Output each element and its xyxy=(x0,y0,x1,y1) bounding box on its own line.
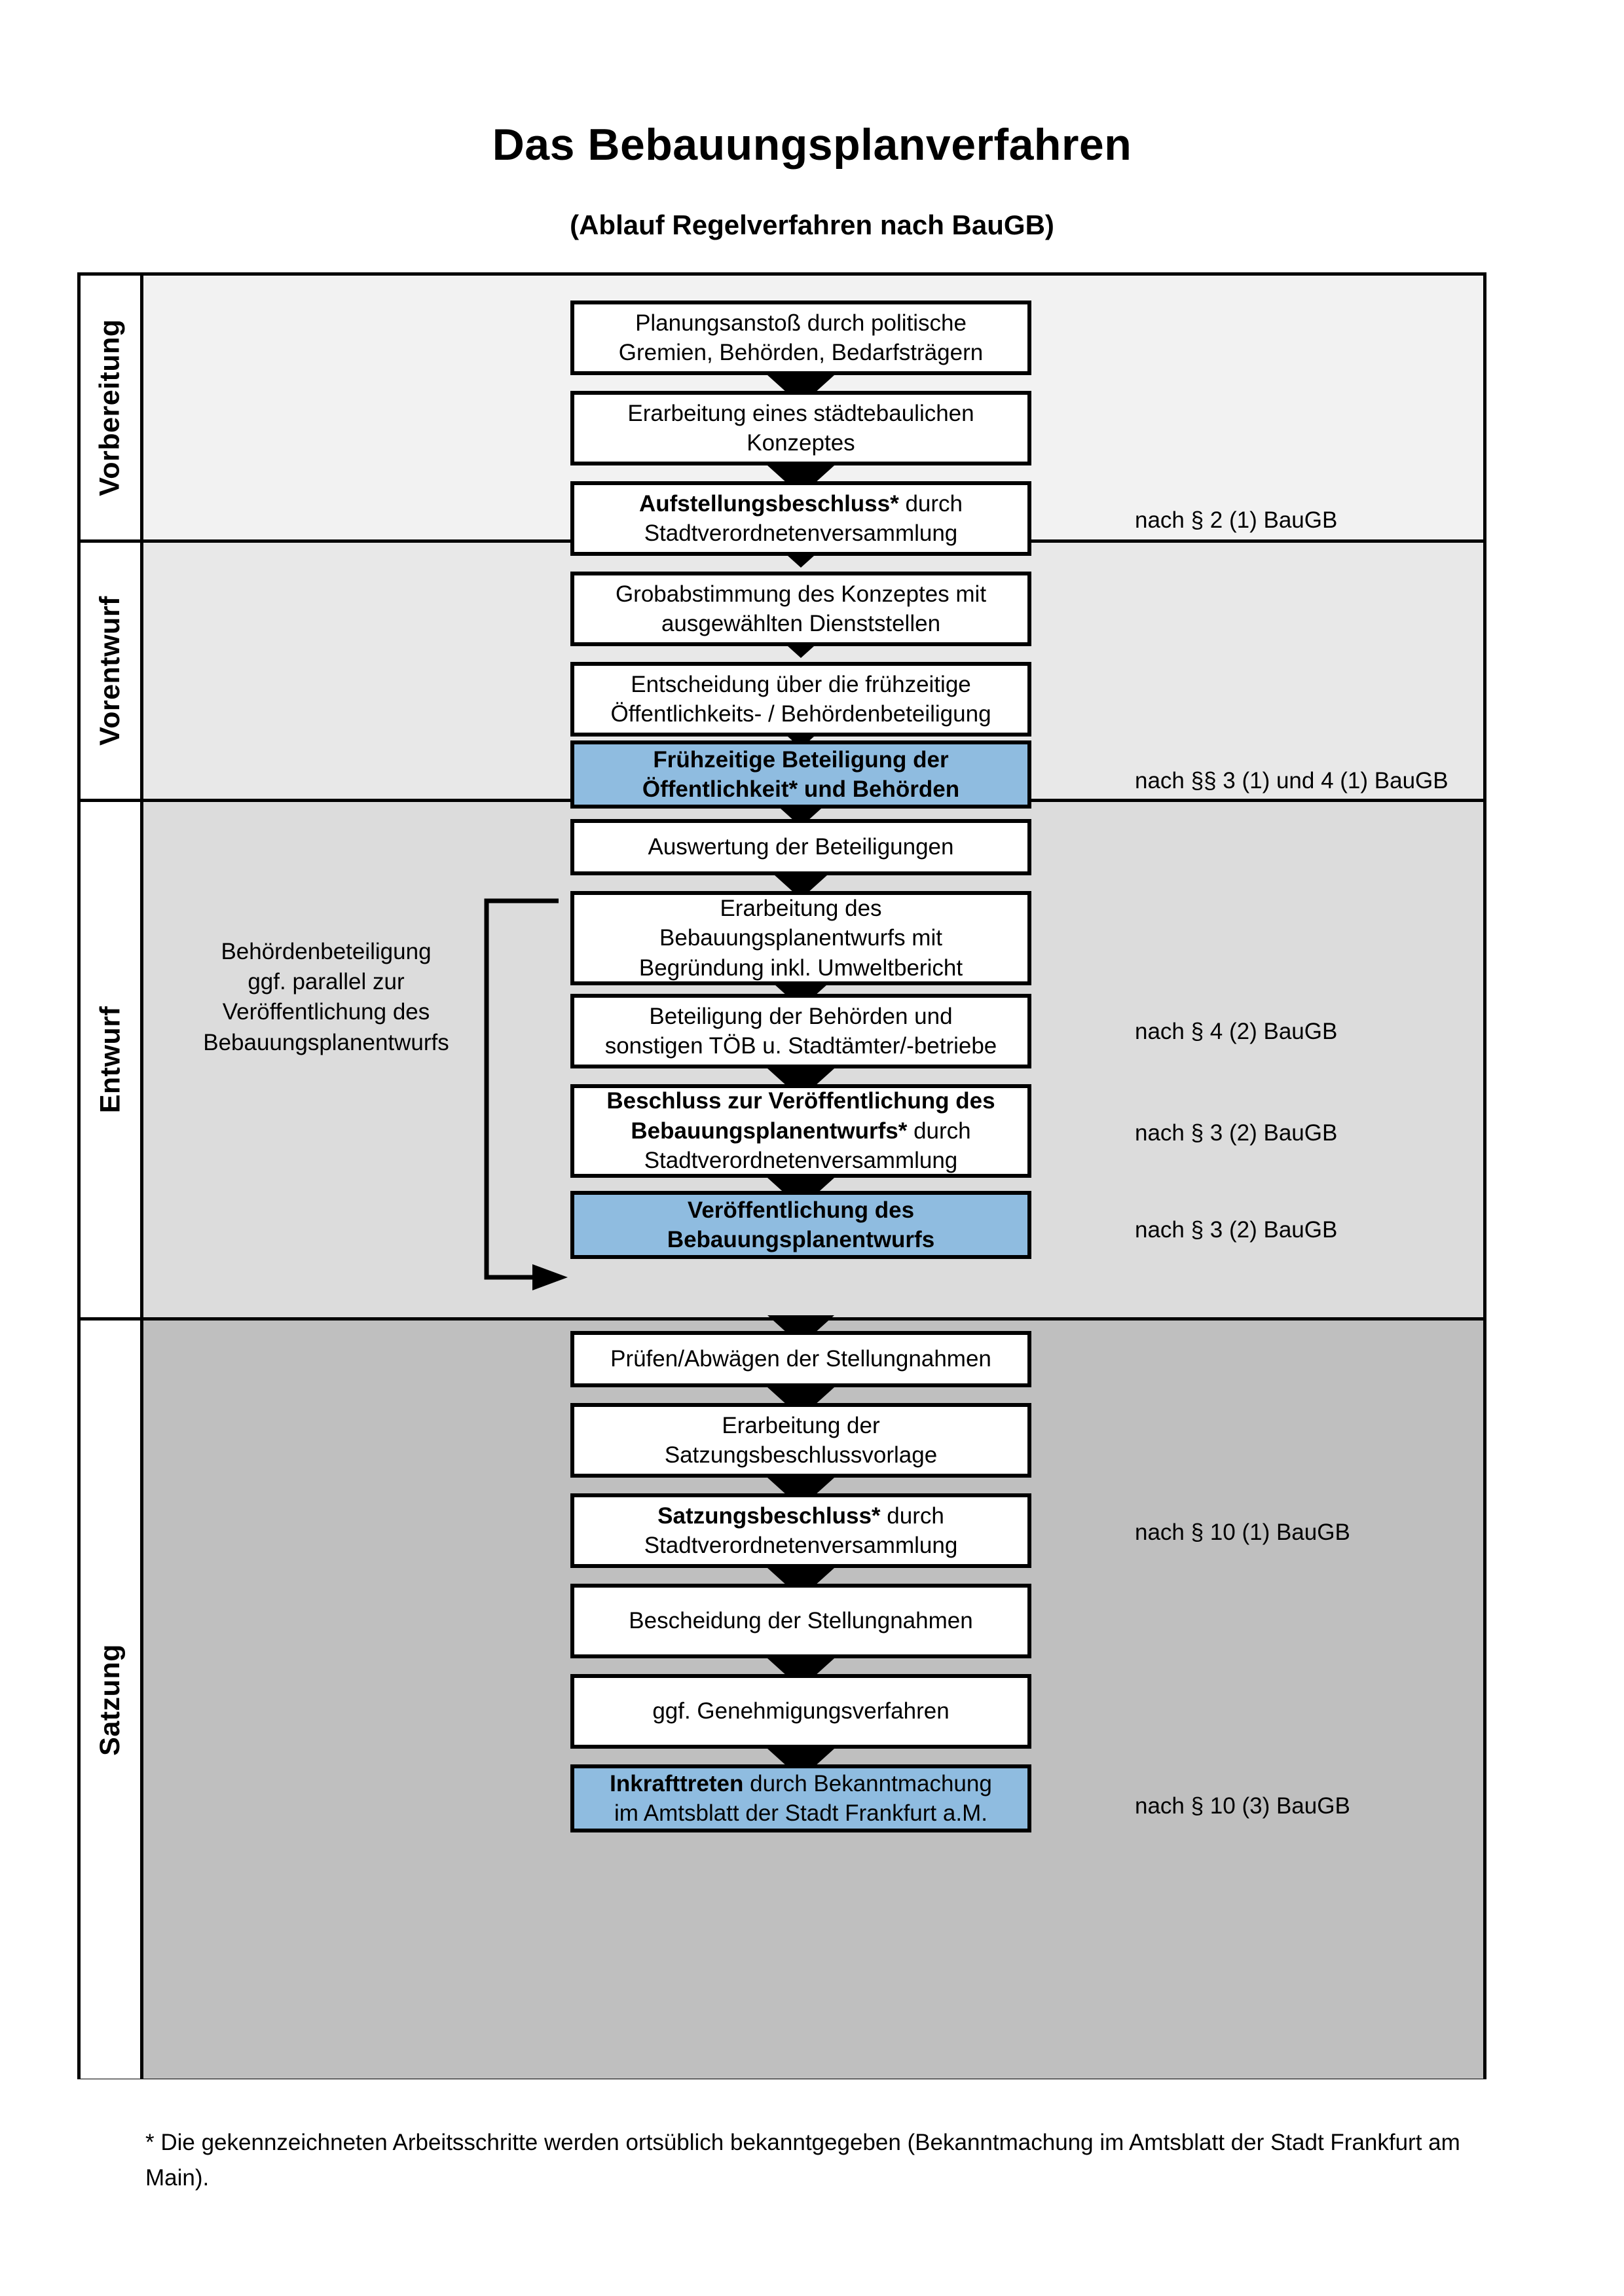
flow-box-inkrafttreten[interactable]: Inkrafttreten durch Bekanntmachung im Am… xyxy=(570,1764,1031,1832)
flow-box-line: Konzeptes xyxy=(747,430,855,456)
flow-box-auswertung[interactable]: Auswertung der Beteiligungen xyxy=(570,819,1031,875)
legal-reference-3-2-b: nach § 3 (2) BauGB xyxy=(1135,1217,1338,1243)
flow-box-line: Frühzeitige Beteiligung der xyxy=(653,746,949,773)
side-note-line-2: Veröffentlichung des xyxy=(222,999,430,1025)
legal-reference-3-2-a: nach § 3 (2) BauGB xyxy=(1135,1120,1338,1146)
flow-box-line: Prüfen/Abwägen der Stellungnahmen xyxy=(610,1346,991,1372)
flow-box-bescheidung[interactable]: Bescheidung der Stellungnahmen xyxy=(570,1584,1031,1658)
legal-reference-2-1: nach § 2 (1) BauGB xyxy=(1135,507,1338,533)
phase-label-cell-entwurf: Entwurf xyxy=(81,802,143,1317)
legal-reference-4-2: nach § 4 (2) BauGB xyxy=(1135,1019,1338,1044)
flow-box-line: Öffentlichkeits- / Behördenbeteiligung xyxy=(610,701,991,727)
phase-label-cell-satzung: Satzung xyxy=(81,1321,143,2079)
flow-box-line: Erarbeitung des xyxy=(720,895,882,921)
legal-reference-10-3: nach § 10 (3) BauGB xyxy=(1135,1793,1350,1819)
flow-box-line-bold: Satzungsbeschluss* xyxy=(657,1503,881,1529)
flow-box-line: Erarbeitung eines städtebaulichen xyxy=(627,400,974,426)
flow-box-line: Öffentlichkeit* und Behörden xyxy=(642,776,960,802)
flow-box-line: Grobabstimmung des Konzeptes mit xyxy=(615,581,987,607)
legal-reference-10-1: nach § 10 (1) BauGB xyxy=(1135,1520,1350,1545)
flow-box-line: Stadtverordnetenversammlung xyxy=(644,520,958,546)
flow-box-line: Stadtverordnetenversammlung xyxy=(644,1533,958,1558)
legal-reference-3-1-4-1: nach §§ 3 (1) und 4 (1) BauGB xyxy=(1135,768,1449,793)
flow-box-line: Beteiligung der Behörden und xyxy=(649,1003,953,1029)
footnote-text: * Die gekennzeichneten Arbeitsschritte w… xyxy=(145,2130,1460,2191)
flow-box-line-bold: Aufstellungsbeschluss* xyxy=(638,490,899,517)
flow-box-line: Stadtverordnetenversammlung xyxy=(644,1148,958,1174)
flow-box-line: ggf. Genehmigungsverfahren xyxy=(652,1698,950,1724)
flow-box-line: Planungsanstoß durch politische xyxy=(635,310,967,336)
flow-box-line: Begründung inkl. Umweltbericht xyxy=(638,955,963,981)
flowchart-frame: Vorbereitung Vorentwurf Entwurf Satzung … xyxy=(77,272,1486,2079)
flow-box-line: Erarbeitung der xyxy=(722,1412,880,1438)
flow-box-beteiligung-behoerden[interactable]: Beteiligung der Behörden und sonstigen T… xyxy=(570,994,1031,1068)
flow-box-line: Veröffentlichung des xyxy=(687,1197,915,1223)
flow-box-pruefen-abwaegen[interactable]: Prüfen/Abwägen der Stellungnahmen xyxy=(570,1331,1031,1387)
flow-box-line: Entscheidung über die frühzeitige xyxy=(631,671,971,697)
flow-box-line: Gremien, Behörden, Bedarfsträgern xyxy=(618,340,984,365)
flow-box-line: Bebauungsplanentwurfs xyxy=(667,1227,935,1252)
page-title: Das Bebauungsplanverfahren xyxy=(492,120,1132,170)
phase-label-cell-vorentwurf: Vorentwurf xyxy=(81,543,143,799)
flow-box-line-bold: Inkrafttreten xyxy=(610,1770,744,1796)
side-note-behoerdenbeteiligung: Behördenbeteiligung ggf. parallel zur Ve… xyxy=(185,937,467,1058)
flow-box-line: Bebauungsplanentwurfs mit xyxy=(659,925,942,951)
side-note-line-3: Bebauungsplanentwurfs xyxy=(203,1029,449,1055)
flow-box-line: Bescheidung der Stellungnahmen xyxy=(629,1608,973,1634)
flow-box-aufstellungsbeschluss[interactable]: Aufstellungsbeschluss* durch Stadtverord… xyxy=(570,481,1031,556)
flow-box-line: sonstigen TÖB u. Stadtämter/-betriebe xyxy=(604,1033,997,1059)
flow-box-beschluss-veroeffentlichung[interactable]: Beschluss zur Veröffentlichung des Bebau… xyxy=(570,1084,1031,1178)
flow-box-grobabstimmung[interactable]: Grobabstimmung des Konzeptes mit ausgewä… xyxy=(570,572,1031,646)
flow-box-konzept[interactable]: Erarbeitung eines städtebaulichen Konzep… xyxy=(570,391,1031,465)
flow-box-line: Auswertung der Beteiligungen xyxy=(648,834,954,860)
phase-label-vorbereitung: Vorbereitung xyxy=(94,319,126,496)
page-subtitle: (Ablauf Regelverfahren nach BauGB) xyxy=(570,210,1054,240)
flow-box-entscheidung-fruehzeitig[interactable]: Entscheidung über die frühzeitige Öffent… xyxy=(570,662,1031,737)
flow-box-line: Satzungsbeschlussvorlage xyxy=(664,1442,938,1468)
flow-box-line: ausgewählten Dienststellen xyxy=(661,611,941,636)
side-note-line-1: ggf. parallel zur xyxy=(248,969,405,995)
flow-box-satzungsbeschluss[interactable]: Satzungsbeschluss* durch Stadtverordnete… xyxy=(570,1493,1031,1568)
flow-box-line-bold: Bebauungsplanentwurfs* xyxy=(631,1118,908,1144)
phase-label-vorentwurf: Vorentwurf xyxy=(94,596,126,746)
phase-label-satzung: Satzung xyxy=(94,1643,126,1756)
flow-box-erarbeitung-entwurf[interactable]: Erarbeitung des Bebauungsplanentwurfs mi… xyxy=(570,891,1031,985)
phase-label-entwurf: Entwurf xyxy=(94,1006,126,1114)
side-note-line-0: Behördenbeteiligung xyxy=(221,939,432,964)
phase-label-cell-vorbereitung: Vorbereitung xyxy=(81,276,143,539)
flow-box-line: im Amtsblatt der Stadt Frankfurt a.M. xyxy=(614,1800,987,1826)
flow-box-planungsanstoss[interactable]: Planungsanstoß durch politische Gremien,… xyxy=(570,301,1031,375)
flow-box-fruehzeitige-beteiligung[interactable]: Frühzeitige Beteiligung der Öffentlichke… xyxy=(570,740,1031,809)
flow-box-genehmigungsverfahren[interactable]: ggf. Genehmigungsverfahren xyxy=(570,1674,1031,1749)
flow-box-veroeffentlichung[interactable]: Veröffentlichung des Bebauungsplanentwur… xyxy=(570,1191,1031,1259)
flow-box-line-bold: Beschluss zur Veröffentlichung des xyxy=(606,1088,995,1114)
flow-box-satzungsbeschlussvorlage[interactable]: Erarbeitung der Satzungsbeschlussvorlage xyxy=(570,1403,1031,1478)
